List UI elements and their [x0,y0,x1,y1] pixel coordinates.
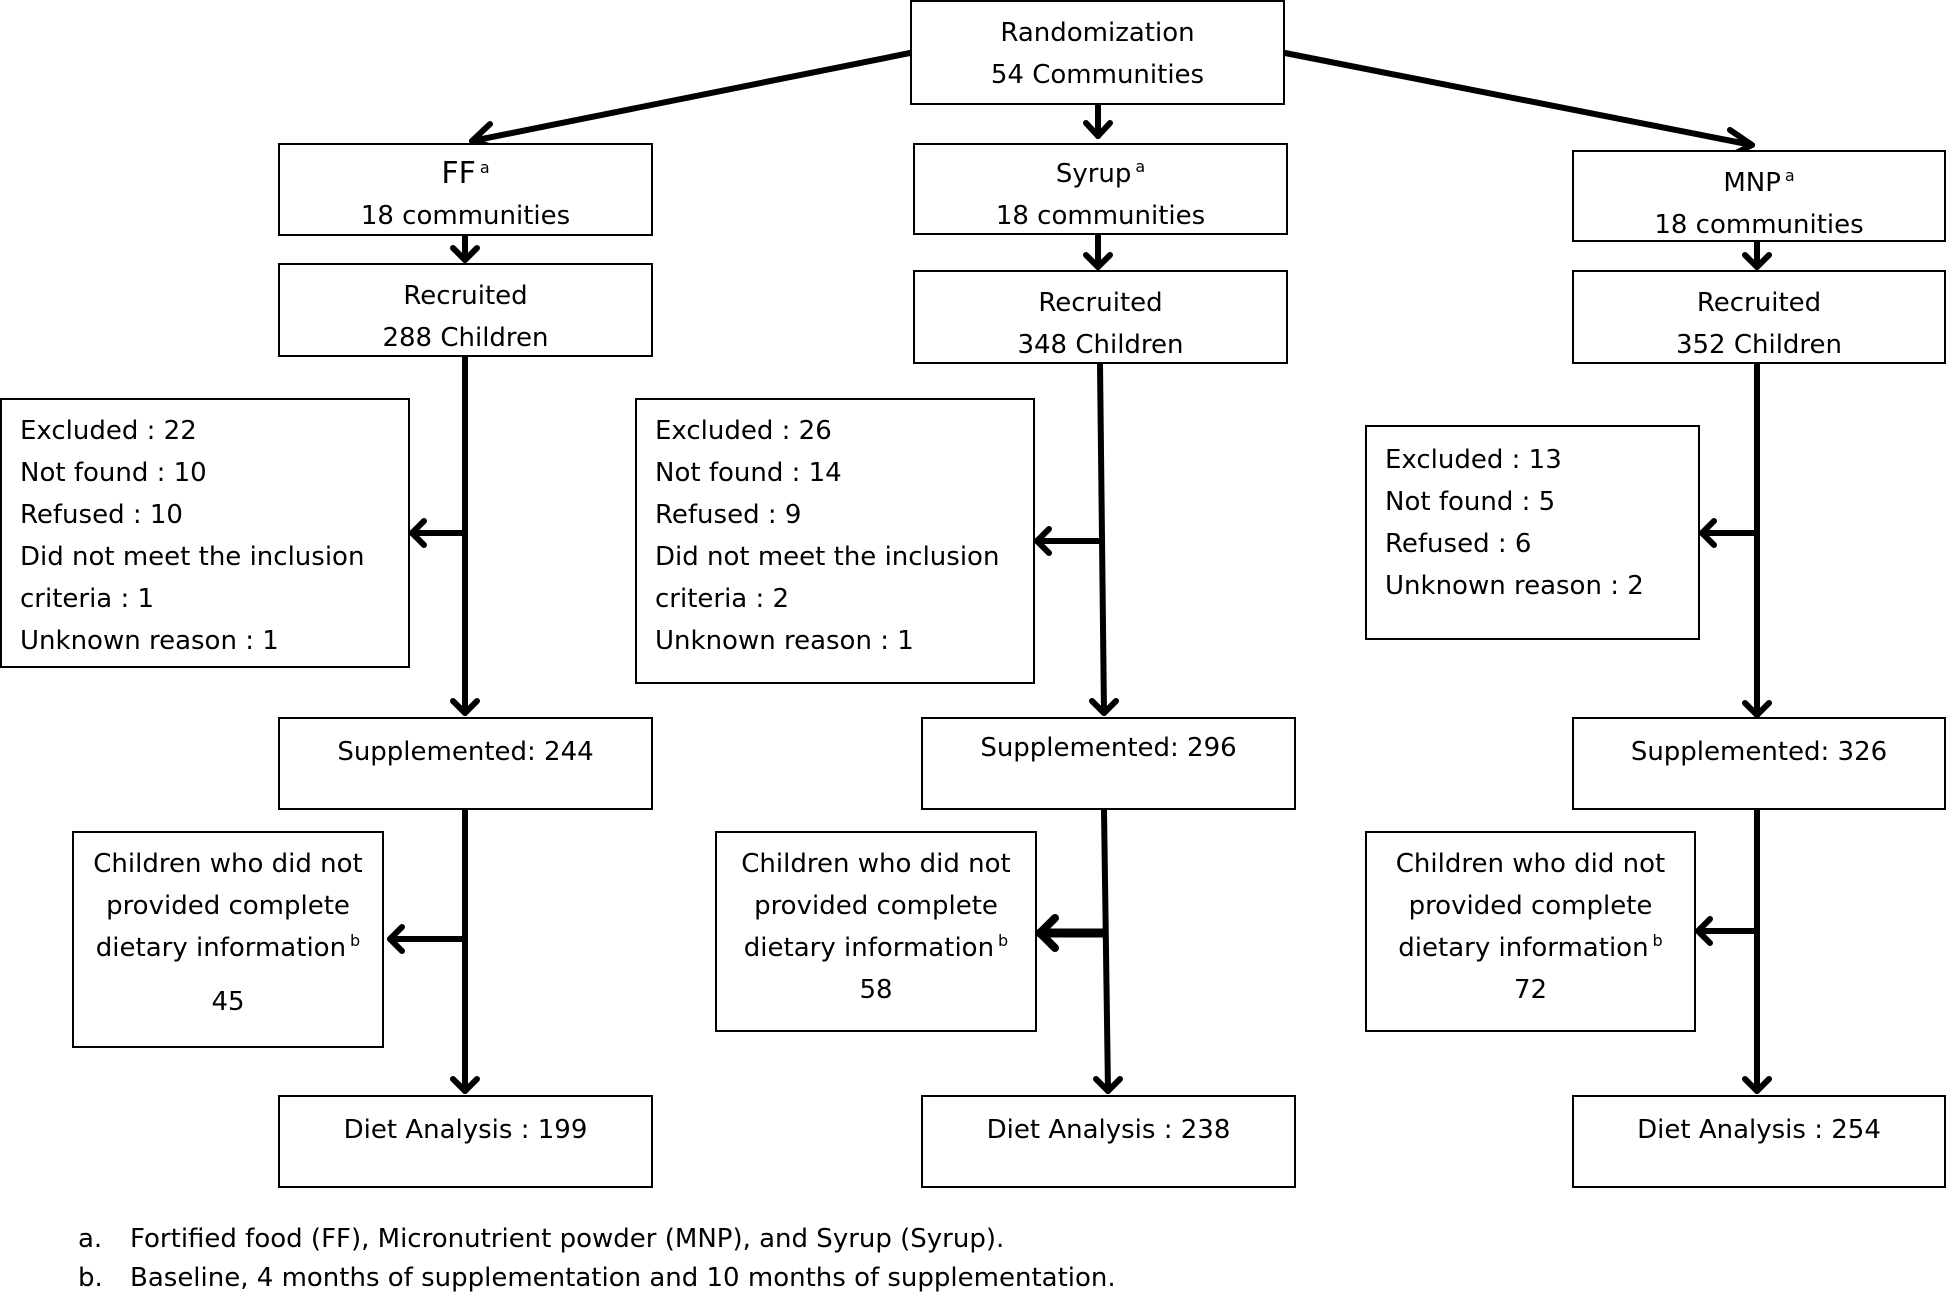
ff-analysis-box: Diet Analysis : 199 [278,1095,653,1188]
mnp-supplemented-box: Supplemented: 326 [1572,717,1946,810]
mnp-incomplete-footnote-marker: b [1652,931,1663,950]
syrup-analysis-box: Diet Analysis : 238 [921,1095,1296,1188]
mnp-excluded-total: Excluded : 13 [1385,445,1562,475]
mnp-incomplete-box: Children who did not provided complete d… [1365,831,1696,1032]
ff-recruited-count: 288 Children [382,323,549,353]
mnp-incomplete-line2: provided complete [1408,891,1653,921]
ff-incomplete-box: Children who did not provided complete d… [72,831,384,1048]
ff-diet-analysis: Diet Analysis : 199 [343,1115,588,1145]
ff-arm-footnote-marker: a [479,158,490,177]
footnote-a-text: Fortified food (FF), Micronutrient powde… [130,1224,1005,1254]
mnp-not-found: Not found : 5 [1385,487,1556,517]
ff-supplemented: Supplemented: 244 [337,737,594,767]
syrup-supplemented-box: Supplemented: 296 [921,717,1296,810]
mnp-arm-name: MNP [1723,168,1781,198]
syrup-incomplete-box: Children who did not provided complete d… [715,831,1037,1032]
ff-arm-communities: 18 communities [360,201,571,231]
ff-incomplete-footnote-marker: b [350,931,361,950]
footnote-a-marker: a. [78,1224,103,1254]
mnp-incomplete-line3: dietary information [1398,933,1649,963]
mnp-arm-communities: 18 communities [1654,210,1864,240]
mnp-supplemented: Supplemented: 326 [1630,737,1888,767]
syrup-incomplete-count: 58 [859,975,893,1005]
ff-supplemented-box: Supplemented: 244 [278,717,653,810]
ff-incomplete-count: 45 [211,987,245,1017]
syrup-unknown-reason: Unknown reason : 1 [655,626,914,656]
footnote-a: a. Fortified food (FF), Micronutrient pow… [78,1219,1004,1259]
mnp-arm-footnote-marker: a [1784,166,1795,185]
syrup-incomplete-line3: dietary information [743,933,995,963]
randomization-count: 54 Communities [990,60,1205,90]
ff-incomplete-line1: Children who did not [93,849,363,879]
syrup-arm-name: Syrup [1055,159,1132,189]
syrup-excluded-total: Excluded : 26 [655,416,832,446]
ff-arm-name: FF [441,156,476,191]
ff-incomplete-line3: dietary information [95,933,347,963]
ff-incomplete-line2: provided complete [106,891,350,921]
syrup-incomplete-line2: provided complete [754,891,998,921]
syrup-arm-footnote-marker: a [1135,157,1146,176]
footnote-b: b. Baseline, 4 months of supplementation … [78,1258,1116,1295]
syrup-excluded-box: Excluded : 26 Not found : 14 Refused : 9… [635,398,1035,684]
mnp-recruited-label: Recruited [1696,288,1822,318]
ff-excluded-total: Excluded : 22 [20,416,197,446]
ff-not-found: Not found : 10 [20,458,207,488]
mnp-incomplete-count: 72 [1513,975,1548,1005]
mnp-diet-analysis: Diet Analysis : 254 [1637,1115,1881,1145]
mnp-analysis-box: Diet Analysis : 254 [1572,1095,1946,1188]
syrup-inclusion-criteria-line2: criteria : 2 [655,584,790,614]
ff-unknown-reason: Unknown reason : 1 [20,626,279,656]
syrup-diet-analysis: Diet Analysis : 238 [986,1115,1231,1145]
mnp-recruited-count: 352 Children [1675,330,1843,360]
footnote-b-text: Baseline, 4 months of supplementation an… [130,1263,1116,1293]
syrup-not-found: Not found : 14 [655,458,842,488]
ff-inclusion-criteria-line1: Did not meet the inclusion [20,542,365,572]
syrup-recruited-count: 348 Children [1017,330,1184,360]
ff-excluded-box: Excluded : 22 Not found : 10 Refused : 1… [0,398,410,668]
syrup-supplemented: Supplemented: 296 [980,733,1237,763]
ff-recruited-label: Recruited [403,281,528,311]
mnp-incomplete-line1: Children who did not [1395,849,1666,879]
mnp-recruited-box: Recruited 352 Children [1572,270,1946,364]
syrup-recruited-box: Recruited 348 Children [913,270,1288,364]
ff-recruited-box: Recruited 288 Children [278,263,653,357]
mnp-excluded-box: Excluded : 13 Not found : 5 Refused : 6 … [1365,425,1700,640]
syrup-inclusion-criteria-line1: Did not meet the inclusion [655,542,1000,572]
ff-inclusion-criteria-line2: criteria : 1 [20,584,155,614]
randomization-title: Randomization [1000,18,1195,48]
syrup-arm-communities: 18 communities [995,201,1206,231]
ff-refused: Refused : 10 [20,500,183,530]
syrup-incomplete-footnote-marker: b [998,931,1009,950]
syrup-refused: Refused : 9 [655,500,802,530]
syrup-recruited-label: Recruited [1038,288,1163,318]
randomization-box: Randomization 54 Communities [910,0,1285,105]
syrup-incomplete-line1: Children who did not [741,849,1011,879]
mnp-refused: Refused : 6 [1385,529,1532,559]
mnp-unknown-reason: Unknown reason : 2 [1385,571,1644,601]
footnote-b-marker: b. [78,1263,103,1293]
